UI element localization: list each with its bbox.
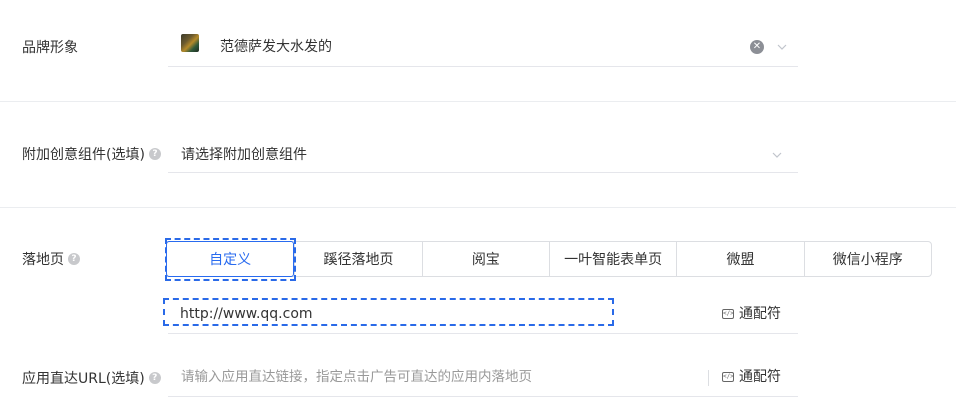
tab-wechat-mini-program[interactable]: 微信小程序 [803, 242, 931, 276]
brand-underline [168, 66, 798, 67]
wildcard-button[interactable]: </> 通配符 [722, 367, 781, 387]
creative-component-placeholder: 请选择附加创意组件 [181, 147, 307, 163]
url-input-highlight [163, 298, 614, 326]
chevron-down-icon[interactable] [776, 41, 788, 53]
tab-custom[interactable]: 自定义 [166, 241, 295, 277]
app-direct-url-underline [168, 396, 798, 397]
help-icon[interactable]: ? [148, 372, 161, 384]
landing-page-label: 落地页? [22, 250, 80, 270]
tab-yiye-smart-form[interactable]: 一叶智能表单页 [548, 242, 676, 276]
wildcard-separator [708, 370, 709, 386]
wildcard-label: 通配符 [739, 306, 781, 322]
landing-url-underline [168, 333, 798, 334]
creative-component-select[interactable]: 请选择附加创意组件 [168, 138, 798, 172]
tab-weimeng[interactable]: 微盟 [676, 242, 803, 276]
brand-value: 范德萨发大水发的 [220, 39, 332, 55]
section-divider [0, 207, 956, 208]
brand-select[interactable]: 范德萨发大水发的 ✕ [168, 30, 798, 66]
clear-icon[interactable]: ✕ [750, 40, 764, 54]
creative-component-label: 附加创意组件(选填)? [22, 145, 161, 165]
tab-yuebao[interactable]: 阅宝 [421, 242, 549, 276]
creative-component-underline [168, 172, 798, 173]
app-direct-url-placeholder: 请输入应用直达链接，指定点击广告可直达的应用内落地页 [181, 369, 532, 385]
wildcard-button[interactable]: </> 通配符 [722, 304, 781, 324]
app-direct-url-label: 应用直达URL(选填)? [22, 369, 161, 389]
help-icon[interactable]: ? [148, 148, 161, 160]
help-icon[interactable]: ? [68, 253, 80, 265]
section-divider [0, 101, 956, 102]
brand-avatar [181, 34, 199, 52]
brand-label: 品牌形象 [22, 40, 78, 56]
app-direct-url-label-text: 应用直达URL(选填) [22, 371, 145, 387]
code-icon: </> [722, 309, 734, 319]
app-direct-url-input[interactable]: 请输入应用直达链接，指定点击广告可直达的应用内落地页 </> 通配符 [168, 362, 798, 394]
wildcard-label: 通配符 [739, 369, 781, 385]
tab-qijing-landing-page[interactable]: 蹊径落地页 [294, 242, 421, 276]
code-icon: </> [722, 372, 734, 382]
creative-component-label-text: 附加创意组件(选填) [22, 147, 145, 163]
chevron-down-icon[interactable] [771, 149, 783, 161]
landing-url-input[interactable]: http://www.qq.com </> 通配符 [166, 300, 798, 332]
landing-url-value: http://www.qq.com [180, 306, 313, 322]
landing-page-label-text: 落地页 [22, 252, 64, 268]
landing-page-tabs: 自定义 蹊径落地页 阅宝 一叶智能表单页 微盟 微信小程序 [166, 241, 932, 277]
